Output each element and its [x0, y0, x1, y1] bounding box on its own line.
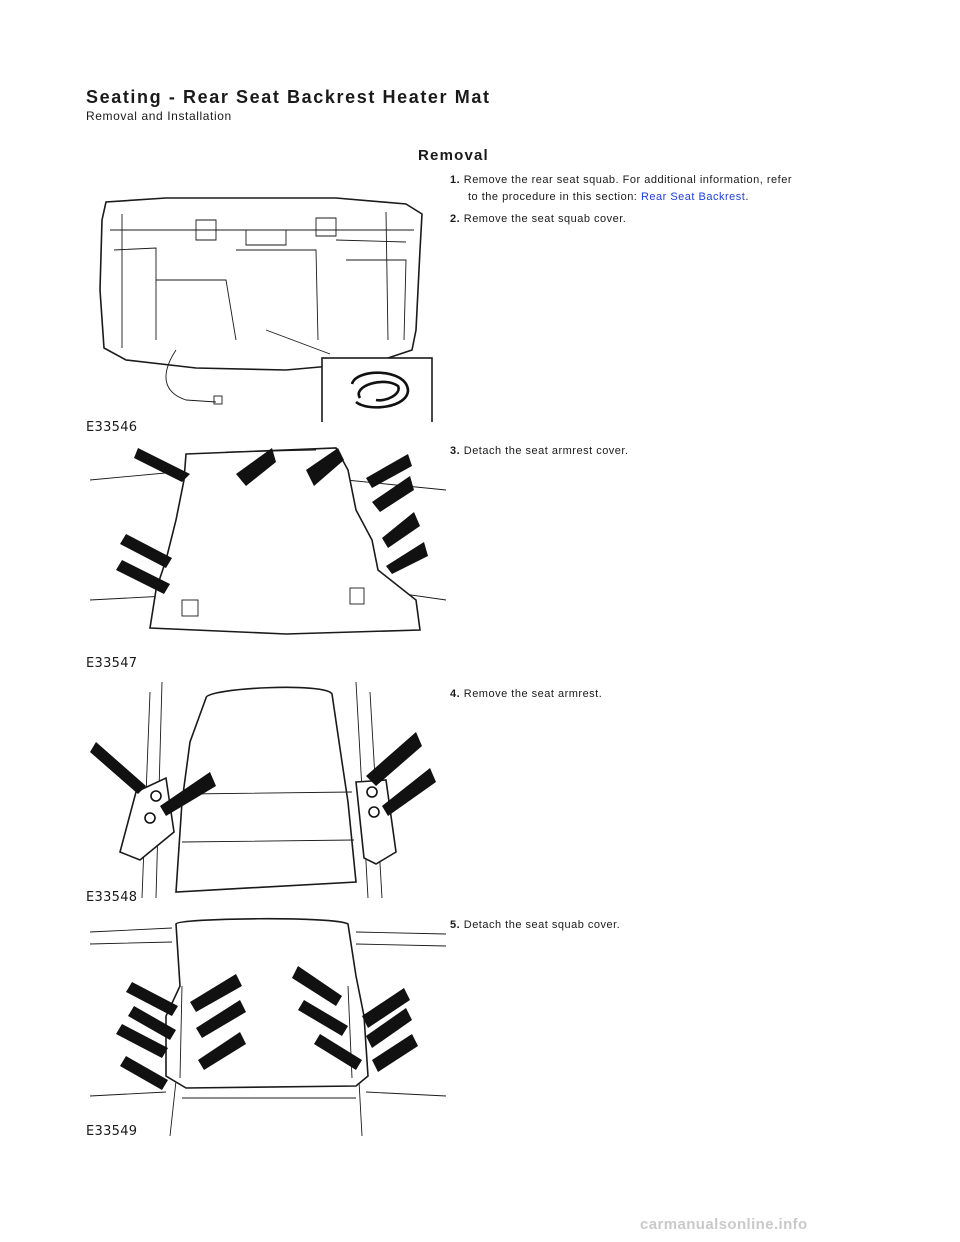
figure-label: E33548: [86, 890, 138, 905]
step-text: Detach the seat squab cover.: [463, 919, 621, 931]
step-text: Detach the seat armrest cover.: [463, 445, 629, 457]
figure-label: E33547: [86, 656, 138, 671]
figure-seat-armrest: [90, 682, 436, 899]
page-title: Seating - Rear Seat Backrest Heater Mat: [86, 87, 491, 107]
step-1: 1. Remove the rear seat squab. For addit…: [450, 172, 870, 206]
step-number: 2.: [450, 213, 461, 225]
watermark: carmanualsonline.info: [640, 1216, 808, 1233]
figure-label: E33549: [86, 1124, 138, 1139]
step-number: 5.: [450, 919, 461, 931]
step-text: Remove the seat squab cover.: [463, 213, 627, 225]
step-5: 5. Detach the seat squab cover.: [450, 917, 870, 934]
step-text-tail: .: [745, 191, 749, 203]
figure-armrest-cover: [89, 447, 447, 635]
page-subtitle: Removal and Installation: [86, 109, 232, 123]
step-number: 4.: [450, 688, 461, 700]
step-text: Remove the seat armrest.: [463, 688, 603, 700]
step-text-continued: to the procedure in this section:: [468, 191, 638, 203]
step-number: 1.: [450, 174, 461, 186]
figure-seat-squab-cover: [89, 917, 447, 1136]
section-title: Removal: [418, 147, 489, 164]
step-number: 3.: [450, 445, 461, 457]
step-3: 3. Detach the seat armrest cover.: [450, 443, 870, 460]
step-4: 4. Remove the seat armrest.: [450, 686, 870, 703]
step-2: 2. Remove the seat squab cover.: [450, 211, 870, 228]
figure-seat-squab-frame: [99, 197, 433, 422]
figure-label: E33546: [86, 420, 138, 435]
step-text: Remove the rear seat squab. For addition…: [463, 174, 793, 186]
rear-seat-backrest-link[interactable]: Rear Seat Backrest: [640, 191, 746, 203]
